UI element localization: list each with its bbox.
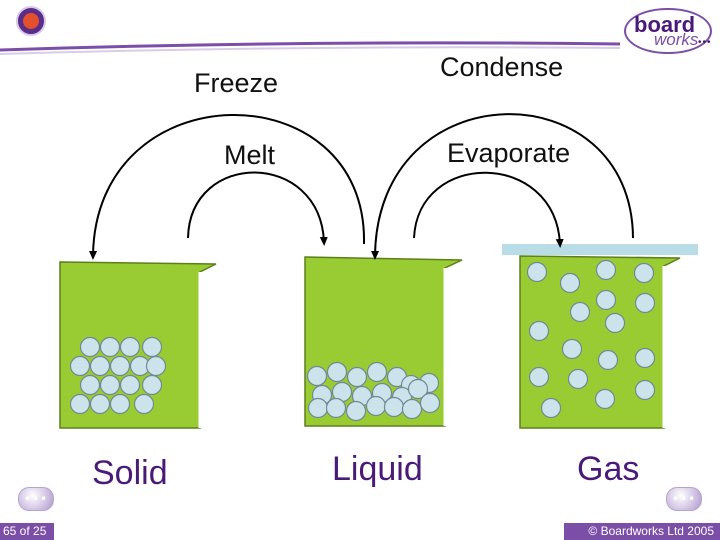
header-rule: [0, 41, 621, 52]
gas-particle: [561, 338, 583, 360]
solid-particle: [89, 355, 111, 377]
liquid-particle: [383, 396, 405, 418]
solid-particle: [141, 374, 163, 396]
freeze-arrow: [89, 114, 366, 260]
liquid-particle: [345, 400, 367, 422]
label-melt: Melt: [224, 140, 276, 170]
gas-particle: [595, 289, 617, 311]
beaker-gas-lid: [502, 244, 698, 255]
previous-slide-button[interactable]: •••: [18, 487, 54, 511]
gas-particle: [526, 261, 548, 283]
liquid-particle: [407, 378, 429, 400]
gas-particle: [634, 379, 656, 401]
evaporate-arrow: [413, 171, 564, 248]
gas-particle: [633, 262, 655, 284]
gas-particle: [540, 397, 562, 419]
liquid-particle: [419, 392, 441, 414]
label-condense: Condense: [440, 52, 564, 82]
boardworks-logo-icon[interactable]: [16, 6, 46, 36]
particles-layer: [69, 259, 656, 422]
solid-particle: [69, 393, 91, 415]
solid-particle: [69, 355, 91, 377]
gas-particle: [594, 388, 616, 410]
gas-particle: [569, 301, 591, 323]
logo-inner-dot: [23, 13, 39, 29]
liquid-particle: [307, 397, 329, 419]
brand-dots: •••: [698, 37, 712, 48]
gas-particle: [567, 368, 589, 390]
solid-particle: [79, 374, 101, 396]
solid-particle: [89, 393, 111, 415]
gas-particle: [528, 320, 550, 342]
label-freeze: Freeze: [194, 68, 279, 98]
previous-slide-icon: •••: [23, 492, 49, 506]
solid-particle: [99, 336, 121, 358]
gas-particle: [634, 292, 656, 314]
brand-ring: [624, 8, 712, 54]
solid-particle: [109, 355, 131, 377]
liquid-particle: [325, 397, 347, 419]
solid-particle: [109, 393, 131, 415]
condense-arrow: [371, 113, 634, 260]
liquid-particle: [326, 361, 348, 383]
label-gas: Gas: [577, 450, 640, 488]
next-slide-button[interactable]: •••: [666, 487, 702, 511]
solid-particle: [141, 336, 163, 358]
gas-particle: [597, 349, 619, 371]
solid-particle: [119, 336, 141, 358]
boardworks-brand: board works •••: [624, 6, 718, 56]
gas-particle: [528, 366, 550, 388]
solid-particle: [79, 336, 101, 358]
copyright-text: © Boardworks Ltd 2005: [564, 523, 720, 540]
header-rule-shadow: [0, 46, 621, 55]
label-evaporate: Evaporate: [447, 138, 571, 168]
gas-particle: [595, 259, 617, 281]
liquid-particle: [346, 366, 368, 388]
label-liquid: Liquid: [332, 450, 423, 488]
liquid-particle: [365, 395, 387, 417]
gas-particle: [559, 272, 581, 294]
solid-particle: [119, 374, 141, 396]
gas-particle: [634, 347, 656, 369]
slide-counter: 65 of 25: [0, 523, 54, 540]
liquid-particle: [366, 361, 388, 383]
label-solid: Solid: [92, 454, 168, 492]
melt-arrow: [187, 171, 328, 246]
solid-particle: [99, 374, 121, 396]
brand-word-works: works: [654, 30, 699, 49]
brand-word-board: board: [634, 12, 696, 37]
gas-particle: [604, 312, 626, 334]
solid-particle: [145, 355, 167, 377]
liquid-particle: [306, 365, 328, 387]
solid-particle: [133, 393, 155, 415]
next-slide-icon: •••: [671, 492, 697, 506]
liquid-particle: [401, 398, 423, 420]
